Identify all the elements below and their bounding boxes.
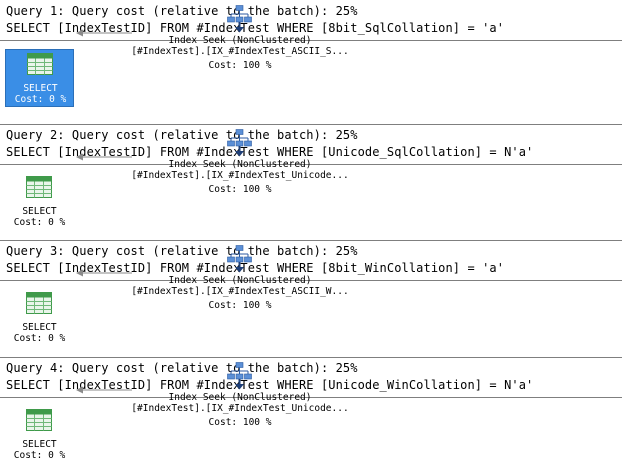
arrow-left-icon	[76, 29, 132, 37]
select-node-label: SELECT	[22, 439, 57, 450]
index-seek-object: [#IndexTest].[IX_#IndexTest_ASCII_S...	[131, 46, 349, 57]
table-grid-icon	[27, 53, 53, 75]
index-seek-title: Index Seek (NonClustered)	[168, 392, 312, 403]
arrow-left-icon	[76, 153, 132, 161]
index-seek-title: Index Seek (NonClustered)	[168, 275, 312, 286]
index-seek-object: [#IndexTest].[IX_#IndexTest_Unicode...	[131, 403, 349, 414]
arrow-left-icon	[76, 269, 132, 277]
query-sql-text: SELECT [IndexTestID] FROM #IndexTest WHE…	[6, 378, 534, 392]
select-node-label: SELECT	[22, 206, 57, 217]
select-operator-node[interactable]: SELECT Cost: 0 %	[5, 49, 74, 107]
section-separator	[0, 124, 622, 125]
table-grid-icon	[26, 409, 52, 431]
select-node-cost: Cost: 0 %	[13, 333, 66, 344]
select-node-label: SELECT	[23, 83, 58, 94]
query-plan-section: Query 4: Query cost (relative to the bat…	[0, 357, 622, 475]
query-header: Query 2: Query cost (relative to the bat…	[0, 124, 622, 165]
index-seek-object: [#IndexTest].[IX_#IndexTest_ASCII_W...	[131, 286, 349, 297]
index-seek-title: Index Seek (NonClustered)	[168, 159, 312, 170]
query-plan-section: Query 3: Query cost (relative to the bat…	[0, 240, 622, 358]
select-node-cost: Cost: 0 %	[14, 94, 67, 105]
index-seek-cost: Cost: 100 %	[208, 184, 272, 195]
select-operator-node[interactable]: SELECT Cost: 0 %	[5, 289, 74, 347]
select-node-cost: Cost: 0 %	[13, 217, 66, 228]
query-plan-section: Query 2: Query cost (relative to the bat…	[0, 124, 622, 242]
table-grid-icon	[26, 292, 52, 314]
query-cost-header: Query 1: Query cost (relative to the bat…	[6, 4, 358, 18]
index-seek-icon	[227, 362, 252, 390]
select-node-cost: Cost: 0 %	[13, 450, 66, 461]
query-cost-header: Query 3: Query cost (relative to the bat…	[6, 244, 358, 258]
query-plan-section: Query 1: Query cost (relative to the bat…	[0, 0, 622, 118]
index-seek-object: [#IndexTest].[IX_#IndexTest_Unicode...	[131, 170, 349, 181]
query-cost-header: Query 4: Query cost (relative to the bat…	[6, 361, 358, 375]
index-seek-icon	[227, 5, 252, 33]
index-seek-title: Index Seek (NonClustered)	[168, 35, 312, 46]
query-header: Query 4: Query cost (relative to the bat…	[0, 357, 622, 398]
query-header: Query 3: Query cost (relative to the bat…	[0, 240, 622, 281]
select-operator-node[interactable]: SELECT Cost: 0 %	[5, 406, 74, 464]
table-grid-icon	[26, 176, 52, 198]
query-cost-header: Query 2: Query cost (relative to the bat…	[6, 128, 358, 142]
query-sql-text: SELECT [IndexTestID] FROM #IndexTest WHE…	[6, 261, 505, 275]
section-separator	[0, 357, 622, 358]
arrow-left-icon	[76, 386, 132, 394]
index-seek-icon	[227, 129, 252, 157]
query-header: Query 1: Query cost (relative to the bat…	[0, 0, 622, 41]
section-separator	[0, 240, 622, 241]
index-seek-icon	[227, 245, 252, 273]
index-seek-cost: Cost: 100 %	[208, 60, 272, 71]
index-seek-cost: Cost: 100 %	[208, 417, 272, 428]
index-seek-cost: Cost: 100 %	[208, 300, 272, 311]
select-operator-node[interactable]: SELECT Cost: 0 %	[5, 173, 74, 231]
select-node-label: SELECT	[22, 322, 57, 333]
